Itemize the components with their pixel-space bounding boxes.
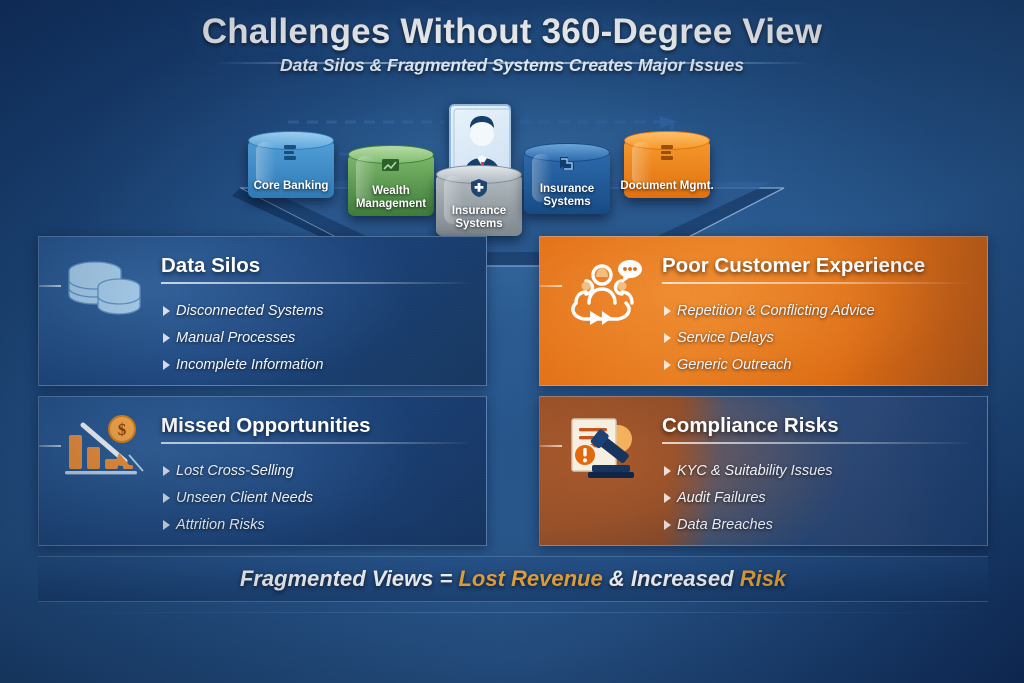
list-item: KYC & Suitability Issues	[664, 457, 977, 484]
title-divider	[212, 62, 812, 64]
system-label: Core Banking	[253, 180, 329, 192]
bullet-triangle-icon	[163, 332, 176, 343]
system-document-mgmt: Document Mgmt.	[620, 131, 714, 198]
bullet-triangle-icon	[163, 359, 176, 370]
list-item-label: Disconnected Systems	[176, 302, 324, 319]
list-item: Data Breaches	[664, 511, 977, 538]
bullet-triangle-icon	[664, 332, 677, 343]
quadrant-divider	[161, 442, 472, 444]
bullet-triangle-icon	[163, 465, 176, 476]
footer-divider	[38, 612, 988, 613]
gavel-document-warning-icon	[562, 415, 654, 485]
bullet-triangle-icon	[664, 465, 677, 476]
summary-part-1: Fragmented Views =	[239, 566, 459, 591]
declining-bar-chart-dollar-icon: $	[61, 415, 153, 485]
summary-part-2: & Increased	[602, 566, 740, 591]
system-label: Wealth Management	[355, 185, 427, 210]
stacked-databases-icon	[61, 255, 153, 325]
chart-document-icon	[382, 159, 399, 171]
list-item: Incomplete Information	[163, 351, 476, 378]
page-subtitle: Data Silos & Fragmented Systems Creates …	[280, 55, 744, 75]
quadrant-data-silos[interactable]: Data Silos Disconnected Systems Manual P…	[38, 236, 487, 386]
list-item: Unseen Client Needs	[163, 484, 476, 511]
systems-diagram: Core Banking Wealth Management	[0, 96, 1024, 268]
bullet-triangle-icon	[664, 359, 677, 370]
quadrant-divider	[161, 282, 472, 284]
quadrant-list: Lost Cross-Selling Unseen Client Needs A…	[163, 457, 476, 538]
list-item-label: Attrition Risks	[176, 516, 265, 533]
list-item-label: Manual Processes	[176, 329, 296, 346]
bullet-triangle-icon	[664, 519, 677, 530]
list-item-label: Service Delays	[677, 329, 774, 346]
list-item-label: KYC & Suitability Issues	[677, 462, 833, 479]
list-item: Disconnected Systems	[163, 297, 476, 324]
list-item-label: Lost Cross-Selling	[176, 462, 294, 479]
quadrant-title: Compliance Risks	[662, 414, 839, 437]
summary-highlight-1: Lost Revenue	[458, 566, 603, 591]
quadrant-list: Repetition & Conflicting Advice Service …	[664, 297, 977, 378]
database-icon	[284, 145, 296, 160]
bullet-triangle-icon	[163, 519, 176, 530]
list-item: Service Delays	[664, 324, 977, 351]
shield-plus-icon	[471, 179, 487, 197]
document-lines-icon	[661, 145, 673, 160]
list-item: Lost Cross-Selling	[163, 457, 476, 484]
svg-text:$: $	[118, 420, 127, 439]
header: Challenges Without 360-Degree View Data …	[0, 12, 1024, 76]
list-item-label: Unseen Client Needs	[176, 489, 314, 506]
quadrant-title: Missed Opportunities	[161, 414, 371, 437]
system-insurance-systems-front: Insurance Systems	[436, 165, 522, 236]
list-item-label: Repetition & Conflicting Advice	[677, 302, 875, 319]
list-item: Repetition & Conflicting Advice	[664, 297, 977, 324]
quadrant-title: Poor Customer Experience	[662, 254, 926, 277]
bullet-triangle-icon	[163, 305, 176, 316]
list-item: Attrition Risks	[163, 511, 476, 538]
system-insurance-systems: Insurance Systems	[524, 143, 610, 214]
quadrant-list: KYC & Suitability Issues Audit Failures …	[664, 457, 977, 538]
quadrant-compliance-risks[interactable]: Compliance Risks KYC & Suitability Issue…	[539, 396, 988, 546]
enter-arrow-icon	[560, 157, 574, 170]
quadrant-missed-opportunities[interactable]: $ Missed Opportunities Lost Cross-Sellin…	[38, 396, 487, 546]
system-wealth-management: Wealth Management	[348, 145, 434, 216]
page-title: Challenges Without 360-Degree View	[201, 12, 823, 51]
system-core-banking: Core Banking	[248, 131, 334, 198]
list-item-label: Data Breaches	[677, 516, 773, 533]
summary-banner: Fragmented Views = Lost Revenue & Increa…	[38, 556, 988, 602]
list-item: Manual Processes	[163, 324, 476, 351]
system-label: Insurance Systems	[451, 205, 507, 230]
list-item: Generic Outreach	[664, 351, 977, 378]
list-item-label: Generic Outreach	[677, 356, 792, 373]
bullet-triangle-icon	[664, 492, 677, 503]
quadrant-divider	[662, 442, 973, 444]
bullet-triangle-icon	[163, 492, 176, 503]
list-item: Audit Failures	[664, 484, 977, 511]
summary-highlight-2: Risk	[739, 566, 787, 591]
quadrant-divider	[662, 282, 973, 284]
quadrant-list: Disconnected Systems Manual Processes In…	[163, 297, 476, 378]
people-speech-bubble-icon	[562, 255, 654, 325]
bullet-triangle-icon	[664, 305, 677, 316]
summary-text: Fragmented Views = Lost Revenue & Increa…	[240, 566, 786, 592]
list-item-label: Audit Failures	[677, 489, 766, 506]
list-item-label: Incomplete Information	[176, 356, 324, 373]
system-label: Insurance Systems	[539, 183, 595, 208]
challenge-quadrants: Data Silos Disconnected Systems Manual P…	[38, 236, 988, 546]
system-label: Document Mgmt.	[620, 180, 714, 192]
quadrant-poor-customer-experience[interactable]: Poor Customer Experience Repetition & Co…	[539, 236, 988, 386]
quadrant-title: Data Silos	[161, 254, 261, 277]
